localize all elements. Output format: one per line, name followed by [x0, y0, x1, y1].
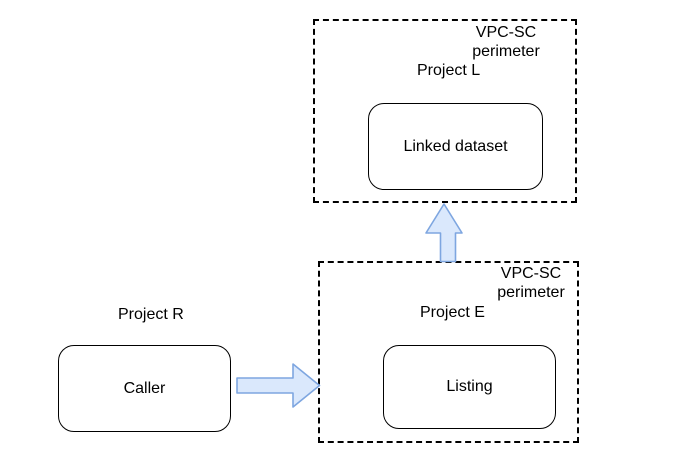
linked-dataset-node: Linked dataset [368, 103, 543, 190]
up-arrow-icon [425, 203, 463, 263]
vpc-sc-perimeter-top: VPC-SC perimeter Project L Linked datase… [313, 19, 577, 203]
listing-node: Listing [383, 345, 556, 429]
caller-node: Caller [58, 345, 231, 432]
vpc-sc-perimeter-bottom: VPC-SC perimeter Project E Listing [318, 261, 579, 443]
caller-node-label: Caller [123, 379, 166, 397]
project-r-label: Project R [118, 306, 184, 323]
project-l-label: Project L [417, 62, 481, 79]
listing-node-label: Listing [446, 378, 493, 395]
linked-dataset-node-label: Linked dataset [403, 137, 508, 155]
perimeter-label-bottom: VPC-SC perimeter [497, 265, 565, 301]
project-e-label: Project E [420, 304, 485, 321]
right-arrow-icon [236, 363, 321, 408]
perimeter-label-top: VPC-SC perimeter [472, 24, 540, 60]
